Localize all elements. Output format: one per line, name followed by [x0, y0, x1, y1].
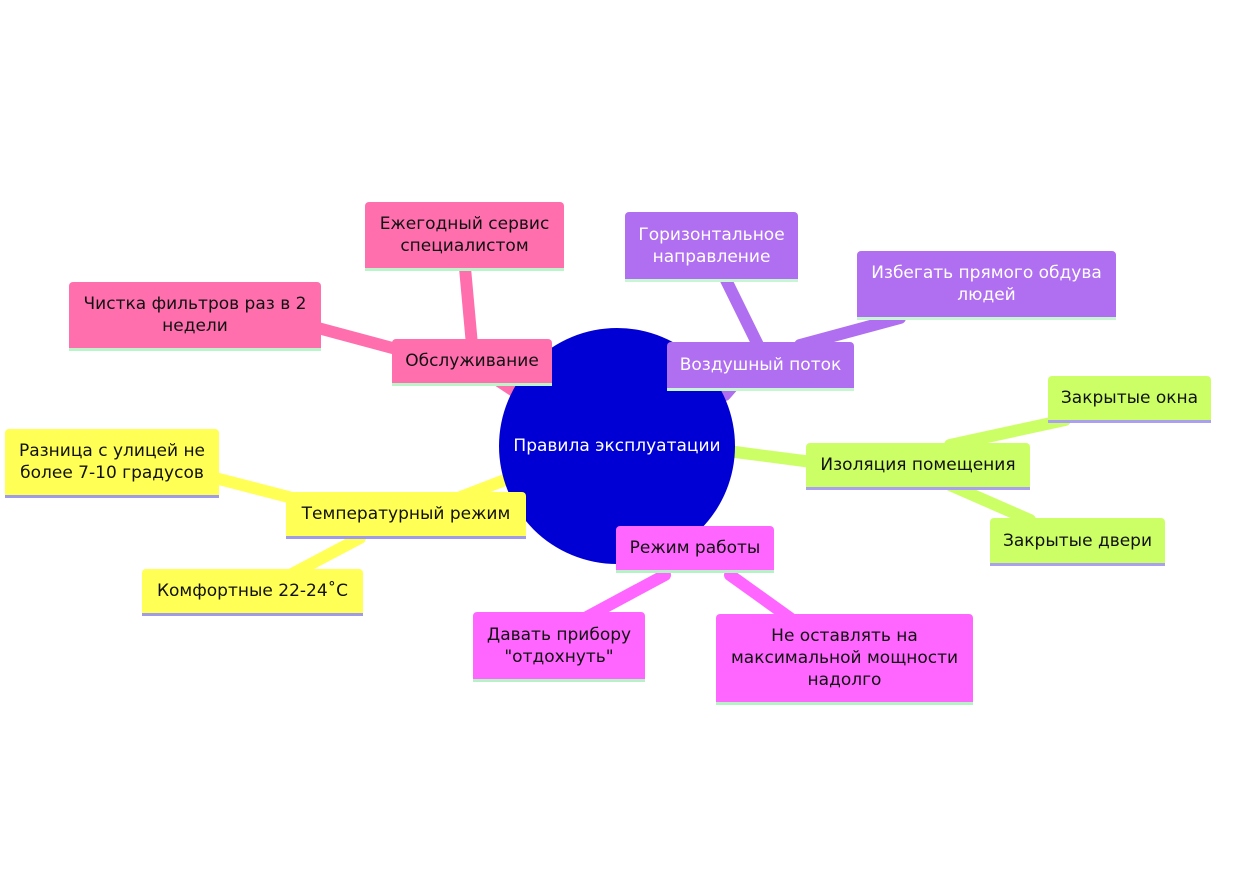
connector-temperature-difference [209, 472, 306, 506]
node-insulation[interactable]: Изоляция помещения [806, 443, 1030, 490]
node-airflow-avoid[interactable]: Избегать прямого обдува людей [857, 251, 1116, 320]
node-insulation-windows[interactable]: Закрытые окна [1048, 376, 1211, 423]
node-service[interactable]: Обслуживание [392, 339, 552, 386]
connector-mode-rest [579, 569, 671, 624]
connector-service-annual [459, 262, 478, 351]
node-airflow[interactable]: Воздушный поток [667, 342, 854, 391]
node-mode-rest[interactable]: Давать прибору "отдохнуть" [473, 612, 645, 682]
node-temperature-comfort[interactable]: Комфортные 22-24˚С [142, 569, 363, 616]
central-topic-label: Правила эксплуатации [513, 436, 721, 456]
connector-insulation [729, 446, 818, 468]
node-temperature-difference[interactable]: Разница с улицей не более 7-10 градусов [5, 429, 219, 498]
connector-mode-power [724, 569, 796, 624]
node-temperature[interactable]: Температурный режим [286, 492, 526, 539]
node-mode-power[interactable]: Не оставлять на максимальной мощности на… [716, 614, 973, 705]
node-service-filters[interactable]: Чистка фильтров раз в 2 недели [69, 282, 321, 351]
node-airflow-horizontal[interactable]: Горизонтальное направление [625, 212, 798, 282]
connector-service-filters [312, 322, 406, 356]
connector-airflow-horizontal [720, 274, 764, 351]
connector-insulation-windows [944, 414, 1071, 451]
node-mode[interactable]: Режим работы [616, 526, 774, 573]
connector-insulation-doors [944, 479, 1036, 526]
connector-temperature-comfort [284, 532, 366, 581]
connector-airflow-avoid [794, 312, 906, 351]
node-service-annual[interactable]: Ежегодный сервис специалистом [365, 202, 564, 271]
node-insulation-doors[interactable]: Закрытые двери [990, 518, 1165, 566]
